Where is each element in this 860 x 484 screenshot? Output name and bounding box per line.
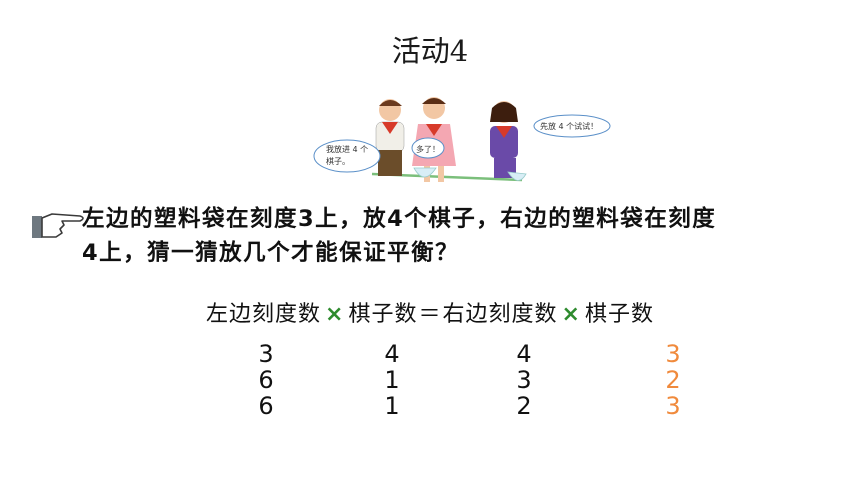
question-line-1: 左边的塑料袋在刻度3上，放4个棋子，右边的塑料袋在刻度 — [82, 206, 717, 232]
row3-right-scale: 2 — [516, 392, 532, 420]
row1-right-scale: 4 — [516, 340, 532, 368]
row1-left-pieces: 4 — [384, 340, 400, 368]
question-text: 左边的塑料袋在刻度3上，放4个棋子，右边的塑料袋在刻度 4上，猜一猜放几个才能保… — [82, 202, 842, 270]
row3-right-pieces: 3 — [665, 392, 681, 420]
times-sign-2: × — [561, 302, 581, 327]
formula-right-scale: 右边刻度数 — [442, 302, 558, 327]
page-title: 活动4 — [391, 34, 469, 68]
bubble-left-line1: 我放进 4 个 — [326, 144, 368, 154]
bubble-middle: 多了！ — [416, 144, 440, 154]
equals-sign: ＝ — [418, 302, 442, 327]
bubble-right: 先放 4 个试试！ — [540, 121, 598, 131]
balance-formula: 左边刻度数×棋子数＝右边刻度数×棋子数 — [0, 296, 860, 328]
row1-left-scale: 3 — [258, 340, 274, 368]
formula-pieces-2: 棋子数 — [584, 302, 654, 327]
pointing-hand-icon — [32, 213, 84, 238]
bubble-left-line2: 棋子。 — [326, 156, 350, 166]
row2-right-scale: 3 — [516, 366, 532, 394]
children-balance-illustration: 我放进 4 个 棋子。 多了！ 先放 4 个试试！ — [313, 97, 611, 182]
formula-left-scale: 左边刻度数 — [206, 302, 322, 327]
row1-right-pieces: 3 — [665, 340, 681, 368]
question-line-2: 4上，猜一猜放几个才能保证平衡？ — [82, 240, 460, 266]
row3-left-pieces: 1 — [384, 392, 400, 420]
times-sign-1: × — [325, 302, 345, 327]
row2-left-scale: 6 — [258, 366, 274, 394]
row2-left-pieces: 1 — [384, 366, 400, 394]
formula-pieces-1: 棋子数 — [348, 302, 418, 327]
row2-right-pieces: 2 — [665, 366, 681, 394]
row3-left-scale: 6 — [258, 392, 274, 420]
